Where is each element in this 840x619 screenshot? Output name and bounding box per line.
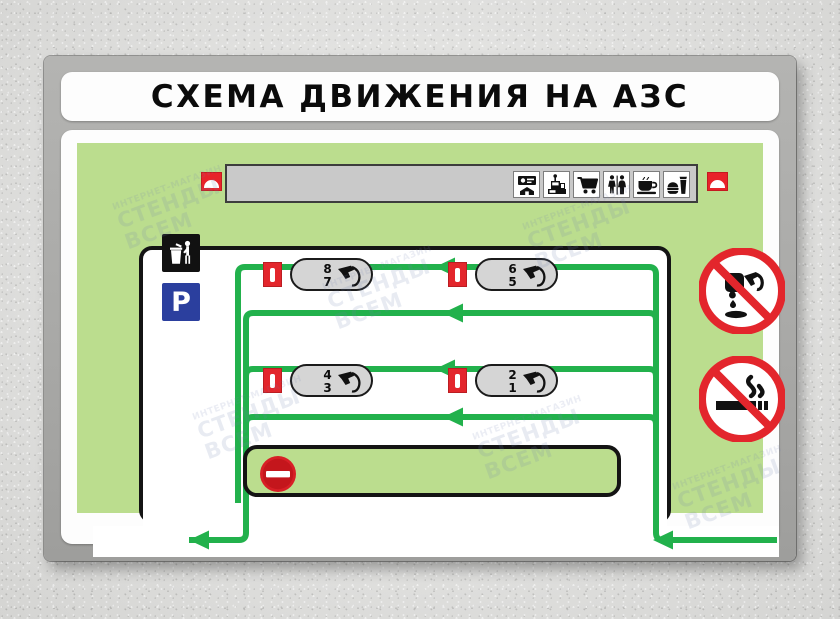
no-entry-sign bbox=[260, 456, 296, 492]
no-smoking-sign bbox=[698, 355, 786, 443]
map-panel: P bbox=[61, 130, 786, 557]
island-2-1: 2 1 bbox=[448, 364, 558, 397]
atm-icon bbox=[513, 171, 540, 198]
pump-number-bottom: 5 bbox=[508, 274, 517, 289]
service-icon-row bbox=[513, 170, 690, 199]
page-title: СХЕМА ДВИЖЕНИЯ НА АЗС bbox=[150, 78, 690, 115]
traffic-flow-diagram bbox=[189, 257, 777, 550]
title-panel: СХЕМА ДВИЖЕНИЯ НА АЗС bbox=[61, 72, 779, 121]
flow-lane-3 bbox=[243, 366, 659, 503]
island-8-7: 8 7 bbox=[263, 258, 373, 291]
fuel-dispenser: 8 7 bbox=[290, 258, 373, 291]
fuel-nozzle-icon bbox=[338, 265, 361, 287]
flow-entry-right bbox=[653, 527, 777, 543]
service-building bbox=[225, 164, 698, 203]
fuel-nozzle-icon bbox=[523, 265, 546, 287]
wc-icon bbox=[603, 171, 630, 198]
fire-point-left bbox=[201, 172, 222, 191]
fire-extinguisher-icon bbox=[448, 368, 467, 393]
fire-extinguisher-icon bbox=[448, 262, 467, 287]
pump-number-bottom: 7 bbox=[323, 274, 332, 289]
island-6-5: 6 5 bbox=[448, 258, 558, 291]
flow-arrowheads bbox=[189, 257, 673, 550]
pump-number-top: 2 bbox=[508, 367, 517, 382]
coffee-icon bbox=[633, 171, 660, 198]
fuel-dispenser: 2 1 bbox=[475, 364, 558, 397]
fuel-dispenser: 4 3 bbox=[290, 364, 373, 397]
no-entry-zone bbox=[243, 445, 621, 497]
island-4-3: 4 3 bbox=[263, 364, 373, 397]
fuel-dispenser: 6 5 bbox=[475, 258, 558, 291]
fire-point-right bbox=[707, 172, 728, 191]
flow-lane-4 bbox=[243, 414, 659, 503]
no-fuel-spill-sign bbox=[698, 247, 786, 335]
pump-number-top: 6 bbox=[508, 261, 517, 276]
pump-number-top: 4 bbox=[323, 367, 332, 382]
fuel-nozzle-icon bbox=[338, 371, 361, 393]
fire-extinguisher-icon bbox=[263, 368, 282, 393]
shopping-cart-icon bbox=[573, 171, 600, 198]
litter-bin-icon bbox=[162, 234, 200, 272]
parking-sign-label: P bbox=[171, 286, 191, 318]
fuel-nozzle-icon bbox=[523, 371, 546, 393]
flow-exit-left bbox=[189, 503, 249, 543]
parking-sign: P bbox=[162, 283, 200, 321]
pump-number-bottom: 3 bbox=[323, 380, 332, 395]
pump-number-top: 8 bbox=[323, 261, 332, 276]
pump-number-bottom: 1 bbox=[508, 380, 517, 395]
flow-lane-2 bbox=[243, 310, 659, 503]
fire-extinguisher-icon bbox=[263, 262, 282, 287]
station-ground: P bbox=[77, 143, 786, 557]
fast-food-icon bbox=[663, 171, 690, 198]
sign-board: СХЕМА ДВИЖЕНИЯ НА АЗС bbox=[44, 56, 796, 561]
cash-register-icon bbox=[543, 171, 570, 198]
